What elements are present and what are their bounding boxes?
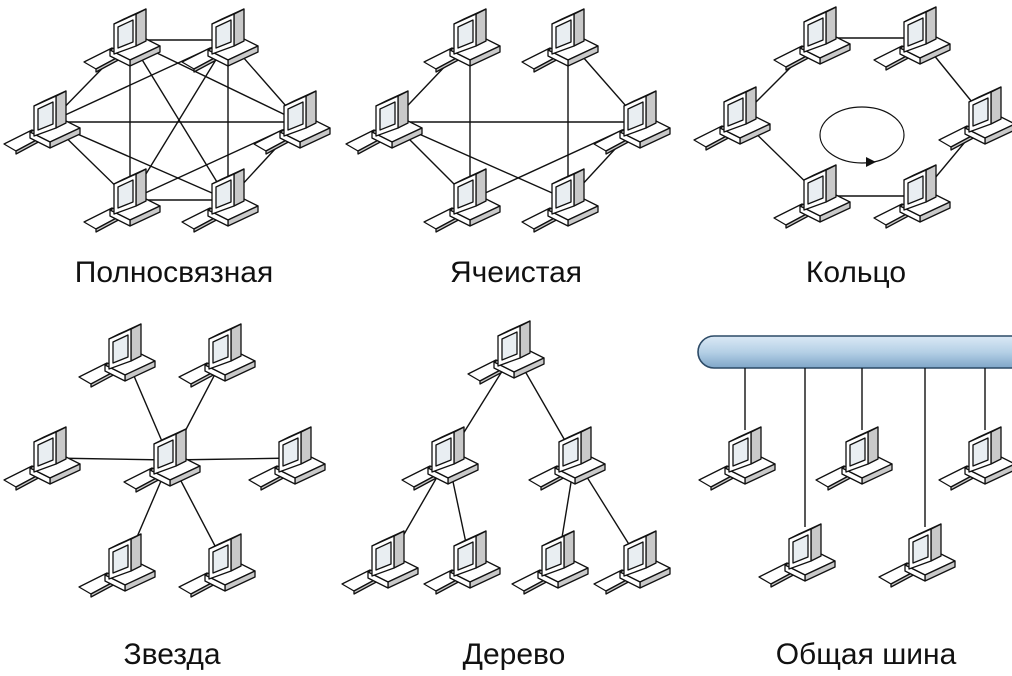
- star-computer-4: [248, 426, 326, 491]
- star-computer-2: [178, 323, 256, 388]
- star-computer-5: [78, 533, 156, 598]
- mesh-computer-3: [593, 90, 671, 155]
- full-mesh-computer-0: [83, 8, 161, 73]
- label-tree: Дерево: [462, 638, 566, 671]
- ring-computer-5: [873, 164, 951, 229]
- tree-computer-1: [401, 426, 479, 491]
- label-ring: Кольцо: [805, 256, 907, 289]
- tree-computer-5: [511, 530, 589, 595]
- tree-computer-2: [528, 426, 606, 491]
- full-mesh-computer-1: [181, 8, 259, 73]
- label-bus: Общая шина: [775, 638, 957, 671]
- mesh-computer-1: [521, 8, 599, 73]
- star-computer-6: [178, 533, 256, 598]
- label-star: Звезда: [123, 638, 221, 671]
- mesh-computer-2: [345, 90, 423, 155]
- tree-computer-3: [341, 530, 419, 595]
- label-full-mesh: Полносвязная: [74, 256, 274, 289]
- full-mesh-computer-3: [253, 90, 331, 155]
- bus-cable: [697, 335, 1012, 369]
- tree-computer-0: [467, 320, 545, 385]
- bus-computer-0: [698, 426, 776, 491]
- ring-direction-arrow: [819, 106, 905, 164]
- ring-computer-4: [773, 164, 851, 229]
- full-mesh-computer-2: [3, 90, 81, 155]
- ring-computer-1: [873, 6, 951, 71]
- mesh-computer-0: [423, 8, 501, 73]
- ring-computer-3: [938, 86, 1012, 151]
- bus-computer-4: [878, 523, 956, 588]
- bus-computer-3: [758, 523, 836, 588]
- tree-computer-4: [423, 530, 501, 595]
- full-mesh-computer-5: [181, 168, 259, 233]
- star-computer-1: [78, 323, 156, 388]
- full-mesh-link-2: [129, 39, 301, 123]
- ring-computer-2: [693, 86, 771, 151]
- mesh-computer-4: [423, 168, 501, 233]
- bus-computer-2: [938, 426, 1012, 491]
- ring-arrowhead: [866, 157, 876, 167]
- full-mesh-computer-4: [83, 168, 161, 233]
- bus-computer-1: [815, 426, 893, 491]
- mesh-computer-5: [521, 168, 599, 233]
- full-mesh-link-11: [49, 121, 229, 201]
- tree-computer-6: [593, 530, 671, 595]
- ring-computer-0: [773, 6, 851, 71]
- label-mesh: Ячеистая: [449, 256, 583, 289]
- star-computer-0: [123, 428, 201, 493]
- star-computer-3: [3, 426, 81, 491]
- star-link-3: [169, 457, 296, 461]
